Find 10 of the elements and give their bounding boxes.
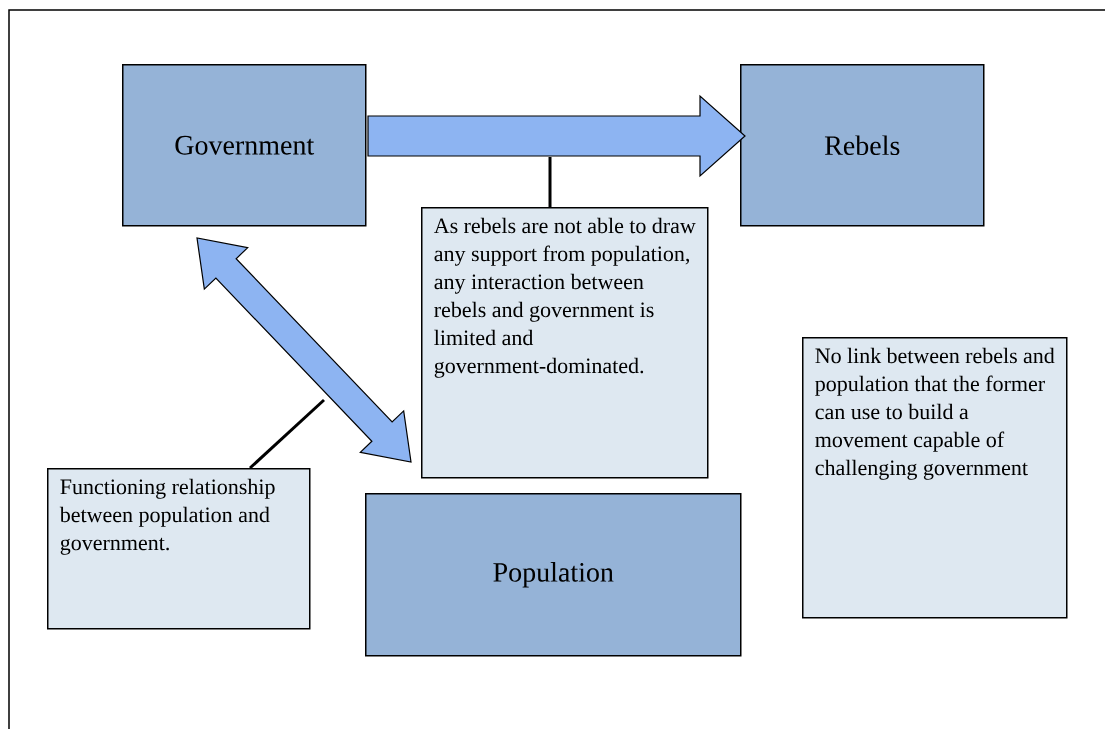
callout-box: As rebels are not able to draw any support from population, any interaction between rebels and government is limited and government-dominated. xyxy=(421,207,709,479)
box: Rebels xyxy=(740,64,985,227)
callout-box: Functioning relationship between population and government. xyxy=(47,468,311,630)
block-arrow xyxy=(367,94,746,178)
box: Government xyxy=(122,64,367,227)
box: Population xyxy=(365,493,742,657)
callout-box: No link between rebels and population that the former can use to build a movement capable of challenging government xyxy=(802,337,1068,619)
leader-line xyxy=(249,398,326,470)
block-arrow xyxy=(196,237,412,463)
leader-line xyxy=(548,157,552,207)
